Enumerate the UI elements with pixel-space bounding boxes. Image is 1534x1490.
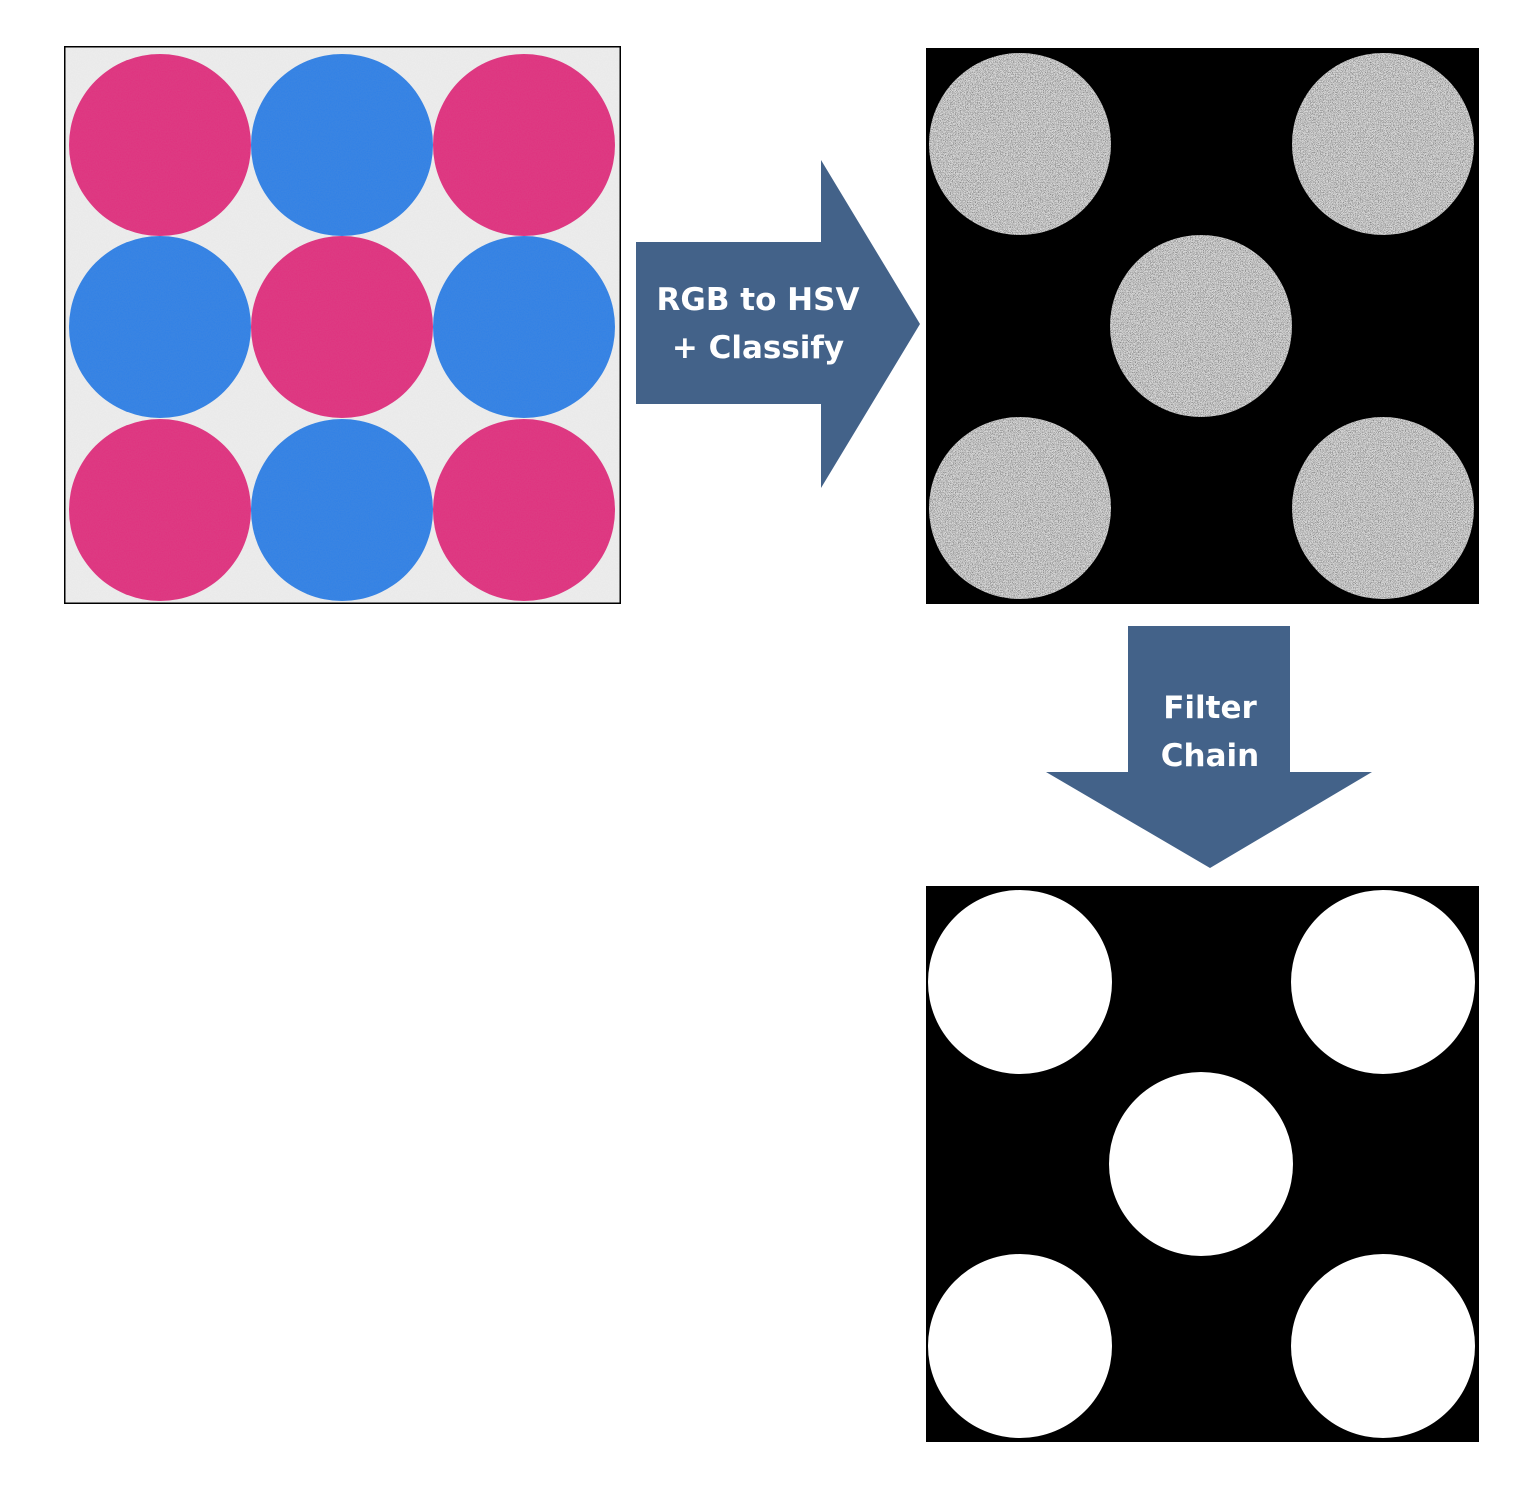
- filtered-mask-image: [926, 886, 1479, 1442]
- rgb-to-hsv-label-line-1: RGB to HSV: [656, 282, 860, 318]
- classified-blob-speckle: [929, 53, 1111, 235]
- rgb-to-hsv-label-line-2: + Classify: [671, 330, 845, 366]
- input-image-canvas: [64, 46, 621, 604]
- filtered-mask-canvas: [926, 886, 1479, 1442]
- down-arrow-shape: [1046, 626, 1372, 868]
- input-image: [64, 46, 621, 604]
- filtered-blob: [928, 890, 1112, 1074]
- filter-chain-arrow: Filter Chain: [1046, 626, 1374, 870]
- down-arrow-icon: [1046, 626, 1372, 868]
- filter-chain-label-line-2: Chain: [1160, 738, 1260, 774]
- classified-blob-speckle: [929, 417, 1111, 599]
- filtered-blob: [1291, 1254, 1475, 1438]
- filtered-blob: [1109, 1072, 1293, 1256]
- input-noise: [64, 46, 621, 604]
- filtered-blob: [1291, 890, 1475, 1074]
- filter-chain-label-line-1: Filter: [1163, 690, 1257, 726]
- classified-mask-image: [926, 48, 1479, 604]
- rgb-to-hsv-label: RGB to HSV + Classify: [636, 276, 880, 372]
- classified-blob-speckle: [1292, 417, 1474, 599]
- rgb-to-hsv-arrow: RGB to HSV + Classify: [636, 160, 922, 488]
- filtered-blob: [928, 1254, 1112, 1438]
- classified-mask-canvas: [926, 48, 1479, 604]
- filter-chain-label: Filter Chain: [1128, 684, 1292, 780]
- classified-blob-speckle: [1292, 53, 1474, 235]
- input-border: [64, 46, 621, 604]
- right-arrow-icon: [636, 160, 920, 488]
- right-arrow-shape: [636, 160, 920, 488]
- classified-blob-speckle: [1110, 235, 1292, 417]
